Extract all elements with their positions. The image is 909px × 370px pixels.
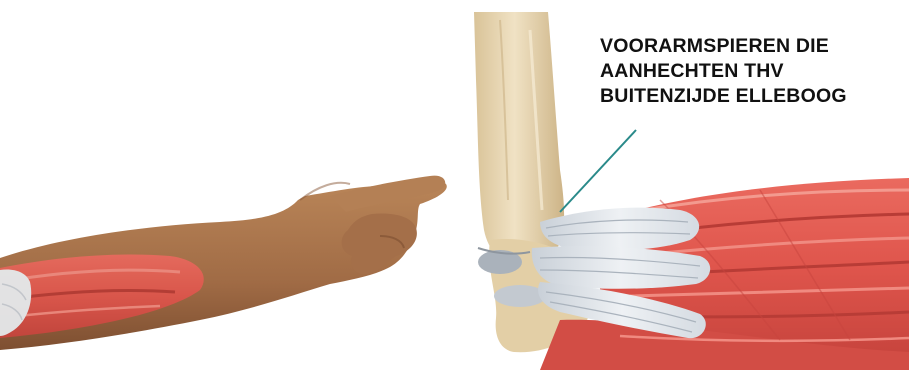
annotation-label: VOORARMSPIEREN DIE AANHECHTEN THV BUITEN… (600, 34, 900, 109)
annotation-label-line-3: BUITENZIJDE ELLEBOOG (600, 84, 900, 109)
annotation-leader-line (560, 130, 636, 212)
annotation-label-line-1: VOORARMSPIEREN DIE (600, 34, 900, 59)
pointing-forearm (0, 176, 447, 350)
annotation-label-line-2: AANHECHTEN THV (600, 59, 900, 84)
